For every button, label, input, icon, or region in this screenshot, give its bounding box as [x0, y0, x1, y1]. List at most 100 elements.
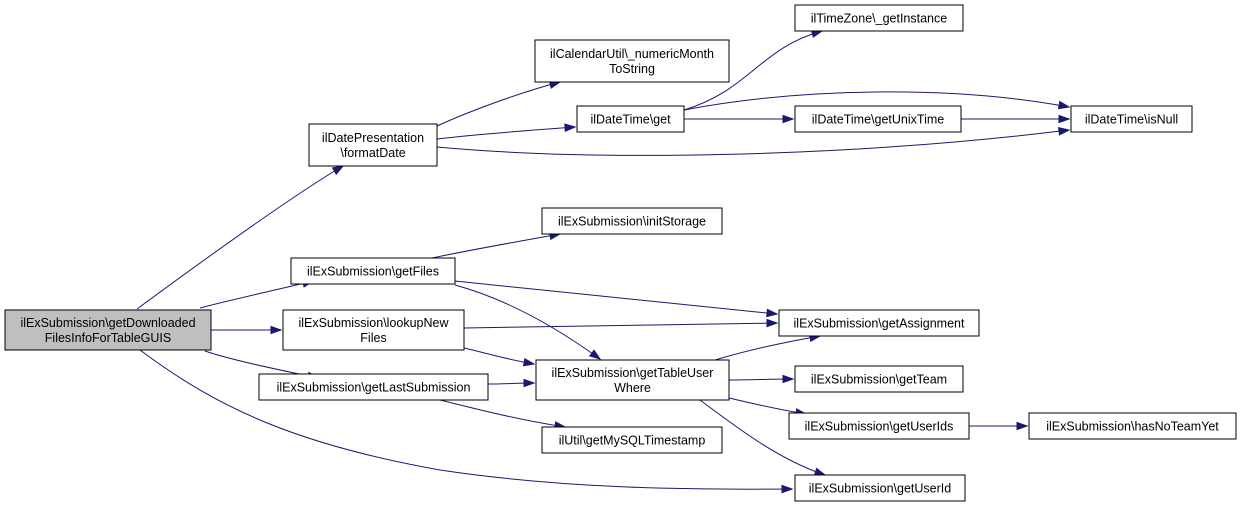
- edge-arrowhead: [522, 358, 536, 367]
- node-getTeam[interactable]: ilExSubmission\getTeam: [794, 365, 964, 393]
- edge-arrowhead: [782, 114, 795, 124]
- node-label-line: ilDateTime\getUnixTime: [812, 113, 944, 127]
- node-hasNoTeam[interactable]: ilExSubmission\hasNoTeamYet: [1028, 412, 1237, 440]
- edge-line: [683, 30, 823, 111]
- edge-getFiles-to-initStorage: [431, 231, 562, 259]
- node-label-line: ilExSubmission\initStorage: [558, 215, 706, 229]
- node-root[interactable]: ilExSubmission\getDownloadedFilesInfoFor…: [4, 309, 212, 351]
- edge-arrowhead: [766, 318, 779, 328]
- edge-line: [439, 399, 566, 428]
- node-box[interactable]: [308, 123, 438, 167]
- edge-line: [436, 129, 1070, 156]
- node-box[interactable]: [290, 257, 456, 285]
- node-getFiles[interactable]: ilExSubmission\getFiles: [290, 257, 456, 285]
- edge-getUserIds-to-hasNoTeam: [969, 421, 1029, 431]
- edge-unixTime-to-isNull: [960, 114, 1071, 124]
- node-label-line: ilExSubmission\getDownloaded: [20, 316, 195, 330]
- edge-line: [454, 284, 601, 360]
- node-label-line: ilExSubmission\getUserId: [809, 482, 951, 496]
- node-label-line: ilUtil\getMySQLTimestamp: [559, 434, 706, 448]
- node-label-line: ilTimeZone\_getInstance: [811, 12, 947, 26]
- node-label-line: ilDateTime\get: [590, 113, 671, 127]
- node-box[interactable]: [1028, 412, 1237, 440]
- node-box[interactable]: [1070, 105, 1193, 133]
- edge-line: [728, 397, 807, 415]
- node-label-line: ilExSubmission\getTeam: [811, 373, 947, 387]
- edge-lookupNew-to-tableUserWhere: [463, 347, 536, 367]
- edge-getFiles-to-getAssignment: [454, 280, 779, 318]
- edge-arrowhead: [813, 467, 827, 476]
- node-box[interactable]: [794, 365, 964, 393]
- edge-dtGet-to-isNull: [683, 91, 1071, 111]
- node-label-line: \formatDate: [340, 146, 405, 160]
- edge-arrowhead: [588, 349, 602, 360]
- node-box[interactable]: [282, 309, 465, 351]
- node-box[interactable]: [576, 105, 685, 133]
- node-getUserIds[interactable]: ilExSubmission\getUserIds: [788, 412, 970, 440]
- edge-tableUserWhere-to-getAssignment: [714, 333, 822, 361]
- edge-arrowhead: [1057, 100, 1071, 110]
- edge-arrowhead: [782, 374, 795, 384]
- edge-line: [436, 126, 576, 140]
- edge-arrowhead: [1016, 421, 1029, 431]
- edge-arrowhead: [1058, 127, 1071, 136]
- node-box[interactable]: [794, 4, 964, 32]
- node-box[interactable]: [794, 474, 966, 502]
- node-label-line: ilExSubmission\getLastSubmission: [277, 381, 471, 395]
- edge-arrowhead: [781, 484, 794, 494]
- edge-line: [454, 280, 778, 315]
- node-box[interactable]: [4, 309, 212, 351]
- edge-formatDate-to-dtGet: [436, 123, 577, 140]
- edge-root-to-formatDate: [136, 165, 345, 310]
- edge-root-to-lookupNew: [211, 325, 283, 335]
- function-nodes: ilExSubmission\getDownloadedFilesInfoFor…: [4, 4, 1237, 502]
- edge-arrowhead: [523, 378, 536, 388]
- node-box[interactable]: [794, 105, 962, 133]
- node-getAssignment[interactable]: ilExSubmission\getAssignment: [778, 309, 980, 337]
- node-label-line: ilExSubmission\getTableUser: [552, 366, 714, 380]
- edge-lastSub-to-mysqlTs: [439, 399, 567, 430]
- node-initStorage[interactable]: ilExSubmission\initStorage: [541, 207, 723, 235]
- node-box[interactable]: [534, 39, 730, 83]
- node-label-line: ilExSubmission\lookupNew: [298, 316, 449, 330]
- node-box[interactable]: [788, 412, 970, 440]
- edge-root-to-getUserId: [139, 349, 794, 494]
- node-box[interactable]: [778, 309, 980, 337]
- node-label-line: ilDateTime\isNull: [1085, 113, 1178, 127]
- node-formatDate[interactable]: ilDatePresentation\formatDate: [308, 123, 438, 167]
- node-label-line: ilExSubmission\hasNoTeamYet: [1046, 420, 1219, 434]
- node-timezone[interactable]: ilTimeZone\_getInstance: [794, 4, 964, 32]
- edge-formatDate-to-numericMonth: [436, 80, 562, 127]
- edge-lastSub-to-tableUserWhere: [487, 378, 536, 388]
- node-lastSub[interactable]: ilExSubmission\getLastSubmission: [258, 373, 489, 401]
- node-getUserId[interactable]: ilExSubmission\getUserId: [794, 474, 966, 502]
- edge-line: [463, 322, 778, 329]
- node-label-line: ilExSubmission\getFiles: [307, 265, 439, 279]
- edge-arrowhead: [1058, 114, 1071, 124]
- edge-dtGet-to-unixTime: [683, 114, 795, 124]
- node-label-line: ToString: [609, 62, 655, 76]
- node-label-line: Files: [360, 331, 386, 345]
- edge-line: [199, 280, 314, 309]
- node-dtGet[interactable]: ilDateTime\get: [576, 105, 685, 133]
- edge-arrowhead: [331, 165, 345, 176]
- node-box[interactable]: [535, 359, 730, 401]
- edge-lookupNew-to-getAssignment: [463, 318, 779, 329]
- edge-arrowhead: [270, 325, 283, 335]
- edge-line: [699, 399, 826, 476]
- node-box[interactable]: [541, 426, 723, 454]
- edge-formatDate-to-isNull: [436, 127, 1071, 156]
- node-unixTime[interactable]: ilDateTime\getUnixTime: [794, 105, 962, 133]
- node-mysqlTs[interactable]: ilUtil\getMySQLTimestamp: [541, 426, 723, 454]
- node-label-line: ilDatePresentation: [322, 131, 424, 145]
- node-box[interactable]: [258, 373, 489, 401]
- edge-line: [431, 233, 561, 259]
- edge-tableUserWhere-to-getTeam: [728, 374, 795, 384]
- node-label-line: FilesInfoForTableGUIS: [45, 331, 171, 345]
- node-box[interactable]: [541, 207, 723, 235]
- node-isNull[interactable]: ilDateTime\isNull: [1070, 105, 1193, 133]
